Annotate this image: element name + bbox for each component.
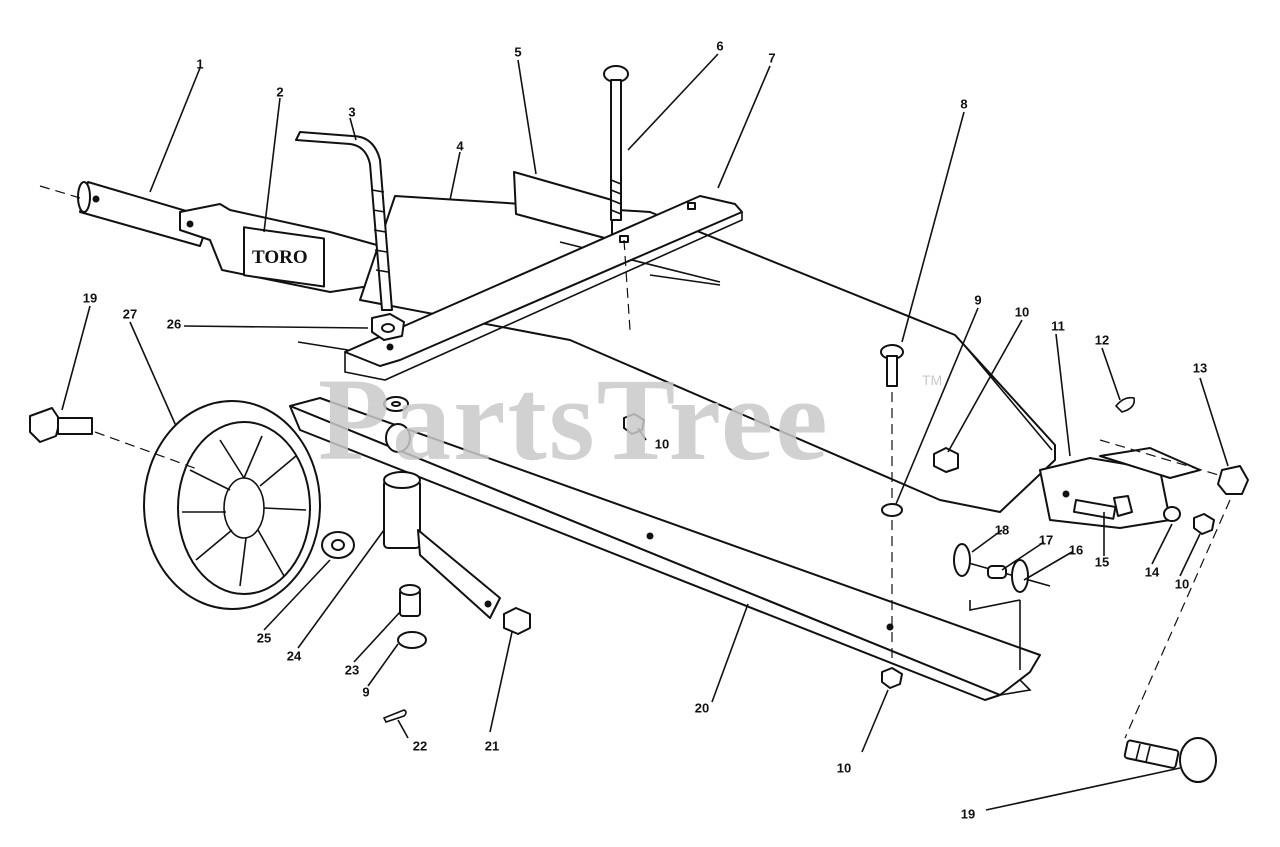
callout-24: 24: [286, 648, 302, 664]
callout-2: 2: [276, 84, 284, 100]
callout-16: 16: [1068, 542, 1084, 558]
bolt-15: [1072, 495, 1133, 520]
callout-13: 13: [1192, 360, 1208, 376]
hinge-bracket: [1039, 447, 1201, 529]
shoulder-bolt-right: [1123, 737, 1217, 783]
callout-18: 18: [994, 522, 1010, 538]
spindle-tube: [383, 471, 501, 619]
callout-11: 11: [1051, 318, 1065, 334]
callout-10-center: 10: [654, 436, 670, 452]
callout-22: 22: [412, 738, 428, 754]
watermark-trademark: TM: [922, 372, 943, 388]
height-adjust-pin: [295, 131, 393, 311]
callout-10-bottom: 10: [836, 760, 852, 776]
washer-16: [1011, 559, 1029, 593]
hex-nut-10-right: [1193, 513, 1215, 535]
callout-19-right: 19: [960, 806, 976, 822]
hex-nut-10-lower: [881, 667, 903, 689]
callout-27: 27: [122, 306, 138, 322]
callout-23: 23: [344, 662, 360, 678]
callout-25: 25: [256, 630, 272, 646]
callout-9: 9: [974, 292, 982, 308]
callout-8: 8: [960, 96, 968, 112]
brand-plate: TORO: [252, 247, 308, 268]
callout-12: 12: [1094, 332, 1110, 348]
hex-nut-10-side: [933, 447, 959, 473]
carriage-bolt-8: [880, 344, 904, 660]
bushing-upper: [385, 423, 411, 453]
callout-10-right: 10: [1174, 576, 1190, 592]
shaft-with-washers: [953, 543, 1051, 611]
washer-9-lower: [397, 631, 427, 649]
hex-nut-21: [503, 607, 531, 635]
cap-nut-13: [1217, 465, 1249, 495]
callout-21: 21: [484, 738, 500, 754]
side-bracket: TORO: [179, 203, 397, 293]
leader-lines: [61, 53, 1229, 811]
callout-5: 5: [514, 44, 522, 60]
callout-19-left: 19: [82, 290, 98, 306]
callout-7: 7: [768, 50, 776, 66]
callout-15: 15: [1094, 554, 1110, 570]
cotter-pin-22: [382, 709, 407, 723]
lower-channel: [289, 397, 1041, 701]
wheel: [143, 400, 321, 610]
callout-3: 3: [348, 104, 356, 120]
bushing-23: [399, 584, 421, 617]
callout-20: 20: [694, 700, 710, 716]
callout-17: 17: [1038, 532, 1054, 548]
washer-18: [953, 543, 971, 577]
callout-9-lower: 9: [362, 684, 370, 700]
watermark-text: PartsTree: [318, 354, 830, 485]
washer-14: [1163, 506, 1181, 522]
washer-9-right: [881, 503, 903, 517]
callout-4: 4: [456, 138, 464, 154]
callout-26: 26: [166, 316, 182, 332]
long-carriage-bolt: [603, 65, 631, 331]
callout-6: 6: [716, 38, 724, 54]
axle-rod: [297, 341, 349, 351]
shoulder-bolt-left: [29, 407, 201, 471]
spring-pin-12: [1114, 396, 1136, 413]
cross-bar: [344, 195, 743, 381]
callout-10: 10: [1014, 304, 1030, 320]
hex-nut-26: [371, 313, 405, 341]
callout-14: 14: [1144, 564, 1160, 580]
handle-tube: [39, 181, 211, 247]
callout-1: 1: [196, 56, 204, 72]
